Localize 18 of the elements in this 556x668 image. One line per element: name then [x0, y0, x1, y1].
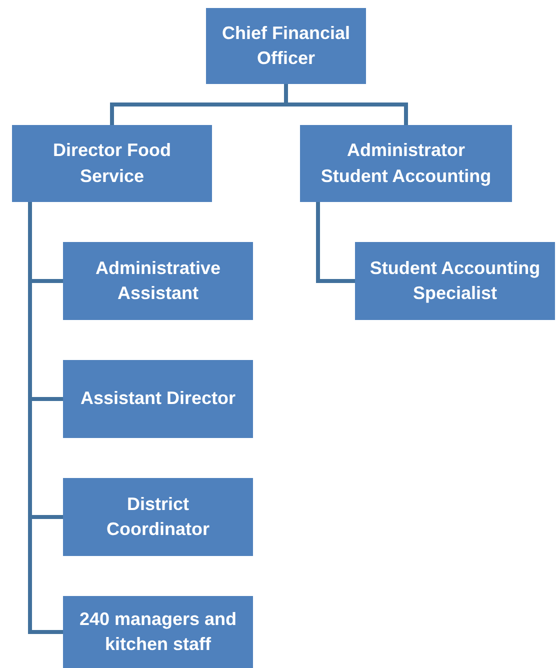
- position-title: District Coordinator: [106, 492, 210, 541]
- position-box: [300, 125, 512, 202]
- connector-line: [28, 202, 63, 634]
- position-box: [63, 360, 253, 438]
- position-box: [63, 242, 253, 320]
- position-box: [63, 478, 253, 556]
- position-title: Administrative Assistant: [94, 256, 222, 305]
- position-title: Administrator Student Accounting: [320, 139, 492, 188]
- position-title: Director Food Service: [52, 139, 172, 188]
- position-title: Chief Financial Officer: [220, 22, 352, 70]
- position-title: 240 managers and kitchen staff: [78, 608, 238, 656]
- position-box: [355, 242, 555, 320]
- position-box: [12, 125, 212, 202]
- position-title: Assistant Director: [80, 387, 236, 410]
- position-title: Student Accounting Specialist: [368, 256, 542, 305]
- position-box: [63, 596, 253, 668]
- position-box: [206, 8, 366, 84]
- connector-line: [316, 202, 355, 283]
